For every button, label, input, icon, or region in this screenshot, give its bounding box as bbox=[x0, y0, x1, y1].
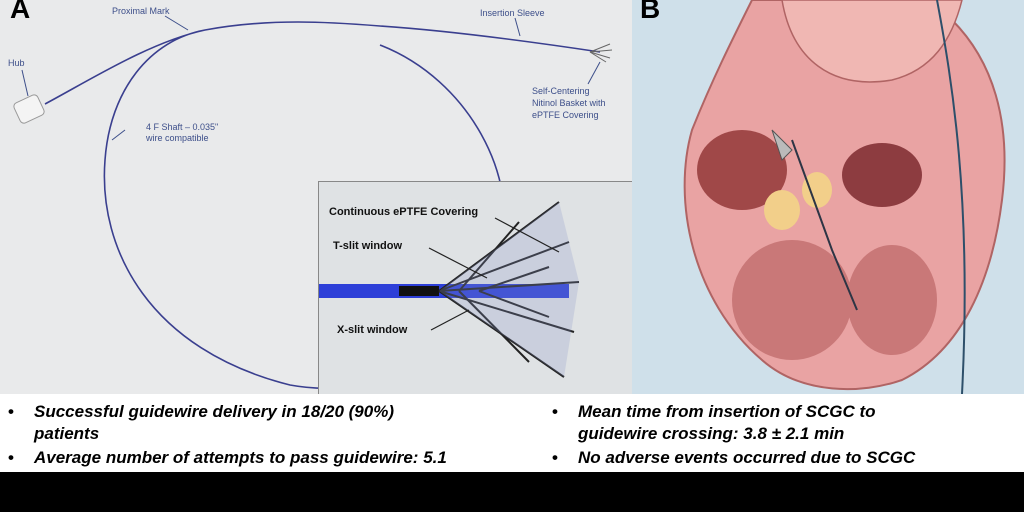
panel-a-label: A bbox=[10, 0, 31, 24]
basket-label-line1: Self-Centering bbox=[532, 86, 590, 96]
result-attempts: Average number of attempts to pass guide… bbox=[34, 448, 447, 467]
result-adverse-events: No adverse events occurred due to SCGC bbox=[578, 448, 916, 467]
result-mean-time-line1: Mean time from insertion of SCGC to bbox=[578, 402, 876, 421]
bullet-marker: • bbox=[8, 448, 14, 467]
basket-closeup-inset: Continuous ePTFE Covering T-slit window … bbox=[318, 181, 632, 394]
bullet-marker: • bbox=[552, 448, 558, 467]
shaft-label-line1: 4 F Shaft – 0.035" bbox=[146, 122, 219, 132]
bullet-marker: • bbox=[552, 402, 558, 421]
x-slit-window-label: X-slit window bbox=[337, 324, 408, 336]
panel-b-label: B bbox=[640, 0, 661, 24]
result-success-rate-line1: Successful guidewire delivery in 18/20 (… bbox=[34, 402, 394, 421]
catheter-shaft-loop bbox=[44, 21, 601, 390]
results-summary: • Successful guidewire delivery in 18/20… bbox=[0, 394, 1024, 472]
t-slit-window-label: T-slit window bbox=[333, 240, 403, 252]
hub-label: Hub bbox=[8, 58, 25, 68]
basket-tip-shape bbox=[589, 43, 613, 63]
shaft-label-line2: wire compatible bbox=[146, 133, 209, 143]
panel-b-heart-illustration: B bbox=[632, 0, 1024, 394]
catheter-drawing bbox=[13, 15, 613, 390]
continuous-covering-label: Continuous ePTFE Covering bbox=[329, 206, 479, 218]
insertion-sleeve-label: Insertion Sleeve bbox=[480, 8, 545, 18]
panel-a-device-photo: A Proximal Mark Insertion Sleeve Hub Sel… bbox=[0, 0, 632, 394]
basket-closeup-drawing bbox=[319, 201, 580, 378]
bullet-marker: • bbox=[8, 402, 14, 421]
hub-shape bbox=[13, 94, 45, 124]
proximal-mark-label: Proximal Mark bbox=[112, 6, 170, 16]
basket-label-line3: ePTFE Covering bbox=[532, 110, 599, 120]
basket-label-line2: Nitinol Basket with bbox=[532, 98, 606, 108]
result-mean-time-line2: guidewire crossing: 3.8 ± 2.1 min bbox=[578, 424, 845, 443]
heart-drawing bbox=[683, 0, 1006, 394]
result-success-rate-line2: patients bbox=[34, 424, 100, 443]
